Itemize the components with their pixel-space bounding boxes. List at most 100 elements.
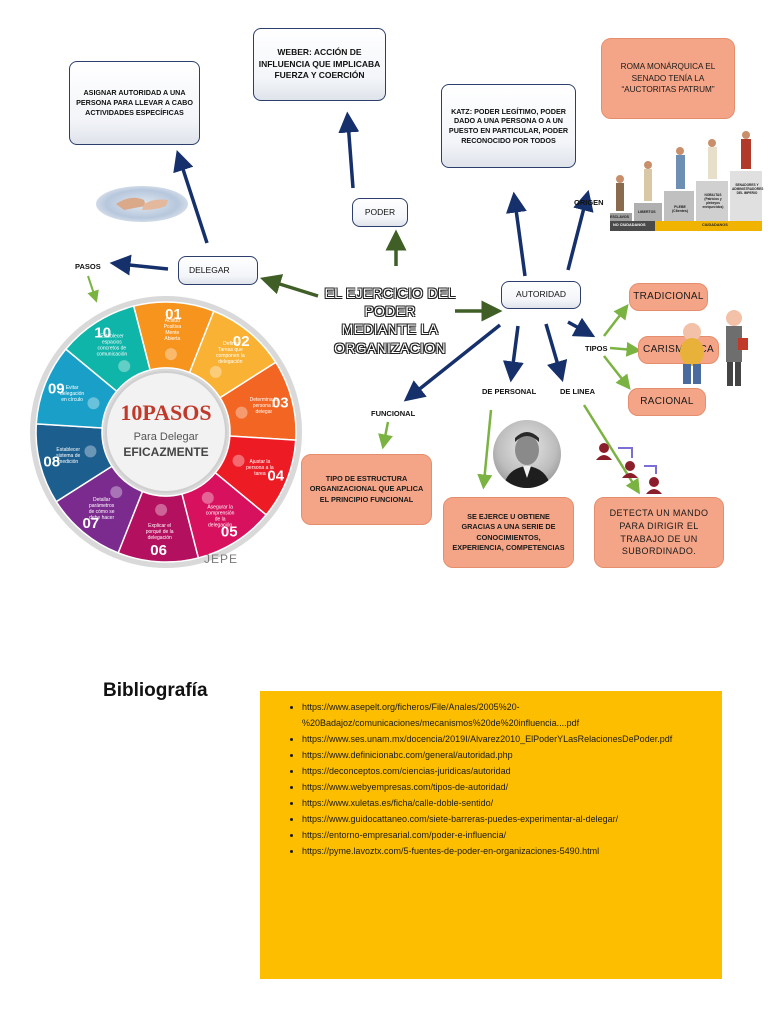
arrow-tipos-to-racional <box>603 355 631 390</box>
racional-box: RACIONAL <box>628 388 706 416</box>
portrait-person-icon <box>503 432 551 488</box>
wheel-step-icon <box>209 365 222 378</box>
hierarchy-image <box>590 438 670 498</box>
asignar-text: ASIGNAR AUTORIDAD A UNA PERSONA PARA LLE… <box>76 88 193 117</box>
arrow-center-to-delegar <box>259 274 319 298</box>
carismatica-cartoon-image <box>670 300 760 390</box>
arrow-delegar-to-pasos <box>109 254 169 276</box>
wheel-step-icon <box>110 486 123 499</box>
arrow-pasos-to-wheel <box>87 275 99 303</box>
bibliography-title: Bibliografía <box>103 680 208 701</box>
center-title-line-1: EL EJERCICIO DEL PODER <box>324 285 456 320</box>
wheel-segment <box>64 305 151 393</box>
bibliography-link[interactable]: https://www.xuletas.es/ficha/calle-doble… <box>302 795 712 811</box>
asignar-box: ASIGNAR AUTORIDAD A UNA PERSONA PARA LLE… <box>69 61 200 145</box>
bibliography-link[interactable]: https://www.guidocattaneo.com/siete-barr… <box>302 811 712 827</box>
wheel-step-icon <box>232 454 245 467</box>
tradicional-box: TRADICIONAL <box>629 283 708 311</box>
roma-text: ROMA MONÁRQUICA EL SENADO TENÍA LA “AUCT… <box>620 62 716 95</box>
de-personal-label: DE PERSONAL <box>482 387 537 396</box>
arrow-funcional-to-desc <box>378 421 393 450</box>
wheel-step-number: 03 <box>272 395 289 412</box>
pasos-label: PASOS <box>75 262 101 271</box>
arrow-autoridad-to-origen <box>566 189 594 271</box>
weber-text: WEBER: ACCIÓN DE INFLUENCIA QUE IMPLICAB… <box>258 47 381 81</box>
poder-box: PODER <box>352 198 408 227</box>
wheel-step-number: 04 <box>267 467 284 484</box>
bibliography-box: https://www.asepelt.org/ficheros/File/An… <box>260 691 722 979</box>
wheel-step-icon <box>87 397 100 410</box>
arrow-tipos-to-carismatica <box>609 341 642 357</box>
roma-label-senadores: SENADORES Y ADMINISTRADORES DEL IMPERIO <box>732 183 764 195</box>
katz-text: KATZ: PODER LEGÍTIMO, PODER DADO A UNA P… <box>448 106 569 145</box>
roma-pyramid-icon <box>610 131 762 231</box>
carismatica-text: CARISMATICA <box>643 344 714 355</box>
roma-label-libertos: LIBERTOS <box>638 210 656 214</box>
tipos-label: TIPOS <box>585 344 608 353</box>
funcional-label: FUNCIONAL <box>371 409 416 418</box>
bibliography-link[interactable]: https://www.definicionabc.com/general/au… <box>302 747 712 763</box>
bibliography-link[interactable]: https://www.ses.unam.mx/docencia/2019I/A… <box>302 731 712 747</box>
tradicional-text: TRADICIONAL <box>633 291 704 302</box>
arrow-autoridad-to-funcional <box>403 323 502 402</box>
roma-footer-no-ciudadanos: NO CIUDADANOS <box>613 223 646 227</box>
arrow-delegar-to-asignar <box>173 150 209 244</box>
origen-label: ORIGEN <box>574 198 604 207</box>
wheel-step-icon <box>84 445 97 458</box>
hierarchy-people-icon <box>596 443 662 494</box>
roma-label-nobilitas: NOBILITAS (Patricios y plebeyos enriquec… <box>702 193 724 209</box>
roma-label-esclavos: ESCLAVOS <box>610 215 629 219</box>
roma-footer-ciudadanos: CIUDADANOS <box>702 223 728 227</box>
bibliography-list: https://www.asepelt.org/ficheros/File/An… <box>284 699 712 859</box>
roma-label-plebe: PLEBE (Clientes) <box>672 205 688 213</box>
funcional-desc-box: TIPO DE ESTRUCTURA ORGANIZACIONAL QUE AP… <box>301 454 432 525</box>
arrow-autoridad-to-katz <box>506 191 527 277</box>
poder-text: PODER <box>364 206 396 217</box>
arrow-autoridad-to-de-linea <box>544 323 568 383</box>
hands-image <box>96 186 188 222</box>
wheel-step-icon <box>118 360 131 373</box>
bibliography-link[interactable]: https://www.asepelt.org/ficheros/File/An… <box>302 699 712 731</box>
bibliography-link[interactable]: https://deconceptos.com/ciencias-juridic… <box>302 763 712 779</box>
wheel-step-icon <box>235 406 248 419</box>
wheel-step-number: 06 <box>150 542 167 559</box>
arrow-de-personal-to-desc <box>477 409 493 490</box>
wheel-title-big: 10PASOS <box>120 400 211 425</box>
center-title-line-2: MEDIANTE LA <box>341 321 439 338</box>
de-linea-label: DE LINEA <box>560 387 596 396</box>
funcional-desc-text: TIPO DE ESTRUCTURA ORGANIZACIONAL QUE AP… <box>309 474 424 504</box>
bibliography-link[interactable]: https://pyme.lavoztx.com/5-fuentes-de-po… <box>302 843 712 859</box>
arrow-autoridad-to-tipos <box>567 317 596 338</box>
bibliography-link[interactable]: https://entorno-empresarial.com/poder-e-… <box>302 827 712 843</box>
cartoon-people-icon <box>680 310 748 386</box>
bibliography-link[interactable]: https://www.webyempresas.com/tipos-de-au… <box>302 779 712 795</box>
arrow-tipos-to-tradicional <box>603 304 629 337</box>
wheel-step-number: 10 <box>94 324 111 341</box>
wheel-step-number: 05 <box>221 524 238 541</box>
weber-box: WEBER: ACCIÓN DE INFLUENCIA QUE IMPLICAB… <box>253 28 386 101</box>
wheel-step-icon <box>155 503 168 516</box>
arrow-poder-to-weber <box>338 111 360 189</box>
hands-icon <box>116 197 168 210</box>
personal-desc-text: SE EJERCE U OBTIENE GRACIAS A UNA SERIE … <box>452 512 565 552</box>
arrow-autoridad-to-de-personal <box>502 325 524 383</box>
wheel-title-sub2: EFICAZMENTE <box>123 445 208 459</box>
roma-box: ROMA MONÁRQUICA EL SENADO TENÍA LA “AUCT… <box>601 38 735 119</box>
center-title-line-3: ORGANIZACION <box>334 339 446 356</box>
delegar-text: DELEGAR <box>189 264 230 275</box>
center-title: EL EJERCICIO DEL PODER MEDIANTE LA ORGAN… <box>300 284 480 357</box>
linea-desc-text: DETECTA UN MANDO PARA DIRIGIR EL TRABAJO… <box>609 508 709 557</box>
roma-pyramid-image: ESCLAVOS LIBERTOS PLEBE (Clientes) NOBIL… <box>610 125 764 237</box>
carismatica-box: CARISMATICA <box>638 336 719 364</box>
